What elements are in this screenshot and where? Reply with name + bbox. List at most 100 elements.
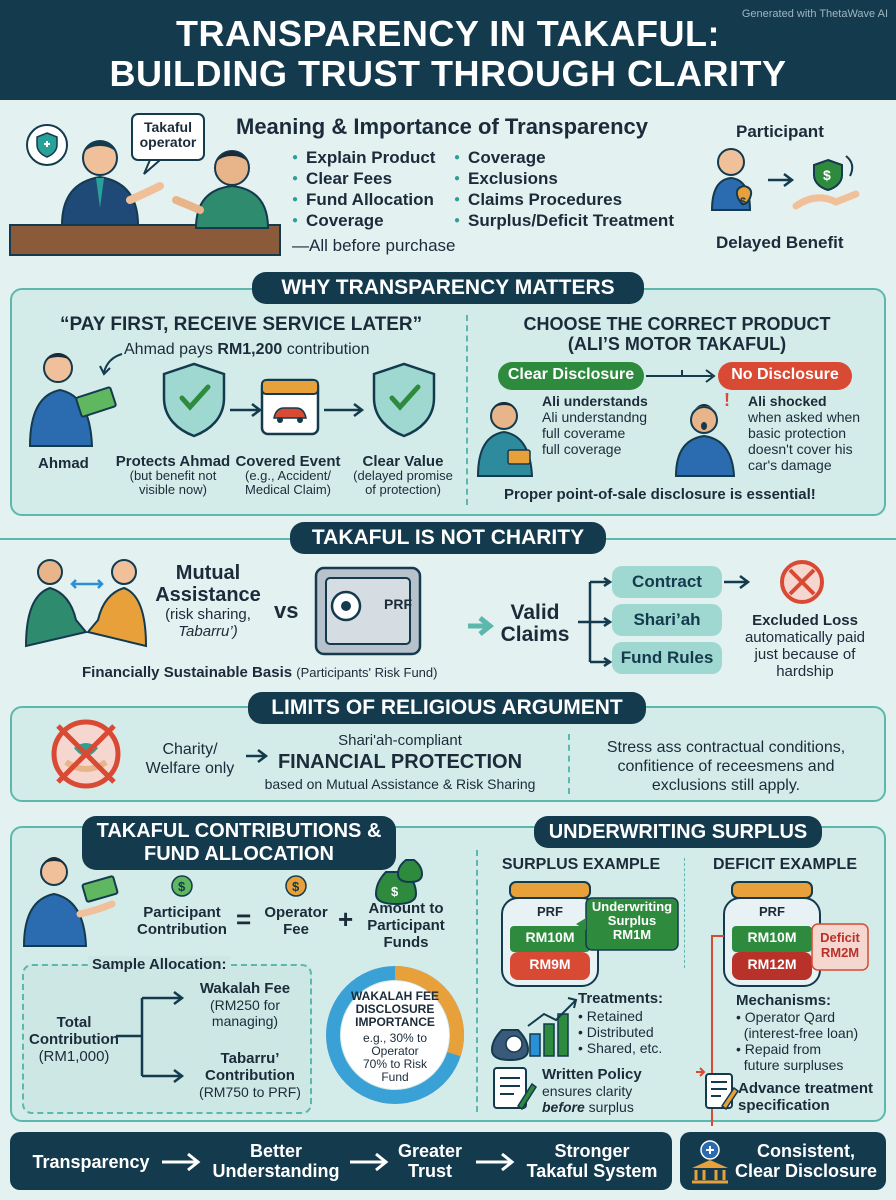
surplus-jar-top: RM10M bbox=[525, 929, 575, 945]
based-on-label: based on Mutual Assistance & Risk Sharin… bbox=[264, 776, 536, 792]
compliant-label: Shari'ah-compliant bbox=[338, 732, 462, 749]
disclosure-arrow bbox=[646, 369, 716, 383]
list-item: Fund Allocation bbox=[292, 189, 435, 210]
valid-claims-branches bbox=[578, 576, 613, 668]
footer-consistent-text: Consistent,Clear Disclosure bbox=[734, 1141, 878, 1181]
arrow-right-icon bbox=[468, 616, 495, 636]
clear-disclosure-badge: Clear Disclosure bbox=[498, 362, 644, 390]
surplus-jar-icon bbox=[509, 881, 591, 899]
why-panel bbox=[10, 288, 886, 516]
treatments-label: Treatments: bbox=[578, 990, 664, 1007]
surplus-jar-prf: PRF bbox=[537, 904, 563, 919]
ali-shocked-icon bbox=[690, 406, 718, 434]
charity-title: TAKAFUL IS NOT CHARITY bbox=[290, 522, 606, 554]
jars-illustration bbox=[501, 881, 869, 1126]
participant-label: Participant bbox=[736, 122, 824, 141]
institution-icon bbox=[692, 1140, 728, 1184]
svg-text:!: ! bbox=[724, 390, 730, 410]
intro-list-right: Coverage Exclusions Claims Procedures Su… bbox=[454, 147, 674, 231]
handshake-people-icon bbox=[37, 559, 63, 585]
svg-text:$: $ bbox=[178, 879, 186, 894]
intro-list-left: Explain Product Clear Fees Fund Allocati… bbox=[292, 147, 435, 231]
page-title: TRANSPARENCY IN TAKAFUL:BUILDING TRUST T… bbox=[109, 13, 787, 94]
no-disclosure-badge: No Disclosure bbox=[718, 362, 852, 390]
excluded-illustration bbox=[724, 560, 824, 604]
pay-note: Ahmad pays RM1,200 contribution bbox=[124, 341, 370, 358]
deficit-jar-icon bbox=[731, 881, 813, 899]
deficit-callout bbox=[811, 923, 869, 971]
right-participant-icon bbox=[717, 148, 745, 176]
allocation-branches bbox=[116, 991, 185, 1083]
arrow-right-icon bbox=[230, 403, 263, 417]
money-bag-icon bbox=[735, 184, 753, 205]
desk-icon bbox=[9, 224, 281, 256]
operator-person-icon bbox=[82, 140, 118, 176]
footer-step-transparency: Transparency bbox=[32, 1152, 150, 1172]
pos-disclosure-note: Proper point-of-sale disclosure is essen… bbox=[504, 486, 816, 503]
arrow-right-icon bbox=[768, 173, 795, 187]
vs-label: vs bbox=[274, 598, 299, 623]
sample-allocation-label: Sample Allocation: bbox=[88, 956, 231, 973]
pay-first-title: “PAY FIRST, RECEIVE SERVICE LATER” bbox=[60, 314, 423, 335]
list-item: Explain Product bbox=[292, 147, 435, 168]
stress-conditions-text: Stress ass contractual conditions,confit… bbox=[606, 739, 846, 794]
svg-text:$: $ bbox=[823, 167, 831, 183]
arrow-right-icon bbox=[350, 1152, 389, 1172]
list-item: Retained bbox=[578, 1008, 662, 1024]
charity-illustration bbox=[24, 559, 495, 656]
generated-by-label: Generated with ThetaWave AI bbox=[741, 8, 888, 20]
divider bbox=[466, 315, 468, 505]
intro-heading: Meaning & Importance of Transparency bbox=[236, 114, 648, 139]
divider bbox=[476, 850, 478, 1112]
treatments-list: Retained Distributed Shared, etc. bbox=[578, 1008, 663, 1056]
surplus-example-label: SURPLUS EXAMPLE bbox=[501, 856, 661, 873]
covered-event-label: Covered Event(e.g., Accident/Medical Cla… bbox=[235, 453, 341, 497]
list-item: Clear Fees bbox=[292, 168, 435, 189]
cash-icon bbox=[81, 875, 119, 903]
deficit-jar-top: RM10M bbox=[747, 929, 797, 945]
fund-rules-box: Fund Rules bbox=[612, 642, 722, 674]
contract-box: Contract bbox=[612, 566, 722, 598]
why-title: WHY TRANSPARENCY MATTERS bbox=[252, 272, 644, 304]
list-item: Distributed bbox=[578, 1024, 662, 1040]
list-item: Claims Procedures bbox=[454, 189, 674, 210]
list-item: Shared, etc. bbox=[578, 1040, 663, 1056]
surplus-jar-bottom: RM9M bbox=[529, 956, 571, 972]
footer-flow bbox=[10, 1132, 672, 1190]
sample-allocation-box bbox=[22, 964, 312, 1114]
list-item: Surplus/Deficit Treatment bbox=[454, 210, 674, 231]
page-header: TRANSPARENCY IN TAKAFUL:BUILDING TRUST T… bbox=[0, 0, 896, 100]
footer-arrows bbox=[162, 1152, 515, 1172]
arrow-right-icon bbox=[246, 749, 269, 763]
mutual-assistance-sub: (risk sharing,Tabarru’) bbox=[165, 606, 251, 640]
shield-dollar-icon bbox=[813, 158, 843, 192]
mechanisms-list: • Operator Qard (interest-free loan)• Re… bbox=[736, 1009, 859, 1073]
donut-operator-segment bbox=[326, 966, 464, 1104]
coin-icon bbox=[171, 875, 193, 897]
advance-treatment-icon bbox=[696, 1067, 740, 1111]
charity-prohibited-illustration bbox=[51, 719, 269, 789]
deficit-jar-bottom: RM12M bbox=[747, 956, 797, 972]
cash-icon bbox=[75, 386, 117, 418]
financial-protection-label: FINANCIAL PROTECTION bbox=[277, 751, 523, 773]
mechanisms-label: Mechanisms: bbox=[736, 992, 832, 1009]
delayed-benefit-label: Delayed Benefit bbox=[716, 233, 844, 252]
contrib-illustration: $ $ $ bbox=[22, 857, 424, 947]
arrow-right-icon bbox=[476, 1152, 515, 1172]
svg-text:$: $ bbox=[391, 884, 399, 899]
growth-chart-icon bbox=[490, 997, 578, 1062]
